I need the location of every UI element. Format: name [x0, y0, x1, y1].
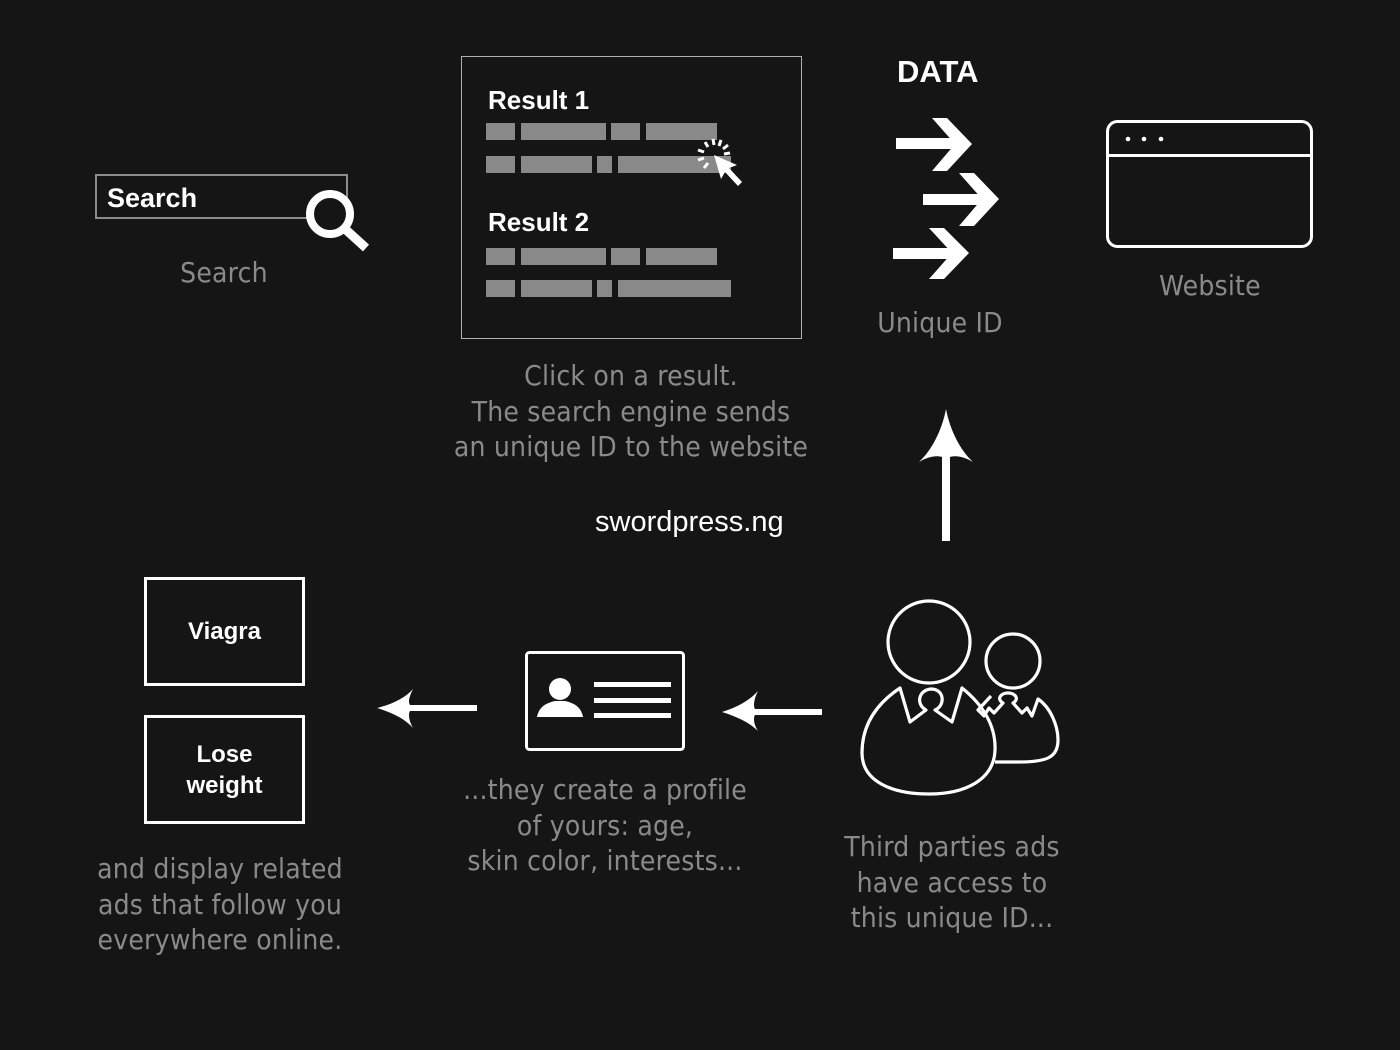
- snippet-bar: [646, 248, 717, 265]
- search-results-card: [461, 56, 802, 339]
- arrow-left-1-icon: [722, 691, 822, 731]
- snippet-bar: [521, 280, 592, 297]
- snippet-bar: [597, 280, 612, 297]
- results-caption: Click on a result. The search engine sen…: [453, 359, 809, 463]
- snippet-bar: [618, 280, 731, 297]
- third-parties-caption: Third parties ads have access to this un…: [844, 830, 1060, 934]
- ad-lose-weight[interactable]: Lose weight: [144, 715, 305, 824]
- click-cursor-icon: [697, 138, 742, 186]
- unique-id-caption: Unique ID: [877, 306, 1003, 339]
- search-input[interactable]: [95, 174, 348, 219]
- search-caption: Search: [180, 256, 268, 289]
- snippet-bar: [486, 123, 515, 140]
- source-domain: swordpress.ng: [595, 506, 784, 538]
- data-title: DATA: [897, 54, 979, 89]
- ad-viagra[interactable]: Viagra: [144, 577, 305, 686]
- snippet-bar: [611, 248, 640, 265]
- triple-arrow-right-icon: [893, 118, 999, 279]
- result-2-title[interactable]: Result 2: [488, 207, 590, 237]
- snippet-bar: [597, 156, 612, 173]
- website-caption: Website: [1159, 269, 1261, 302]
- browser-window-icon: [1106, 120, 1313, 248]
- snippet-bar: [521, 156, 592, 173]
- snippet-bar: [618, 156, 731, 173]
- id-card-icon: [525, 651, 685, 751]
- snippet-bar: [486, 280, 515, 297]
- result-1-title[interactable]: Result 1: [488, 85, 590, 115]
- users-icon: [860, 599, 1060, 796]
- snippet-bar: [486, 248, 515, 265]
- search-icon: [306, 190, 370, 252]
- snippet-bar: [521, 248, 606, 265]
- profile-caption: ...they create a profile of yours: age, …: [463, 773, 747, 877]
- snippet-bar: [486, 156, 515, 173]
- ads-caption: and display related ads that follow you …: [97, 852, 343, 956]
- snippet-bar: [646, 123, 717, 140]
- snippet-bar: [611, 123, 640, 140]
- arrow-left-2-icon: [377, 689, 477, 728]
- arrow-up-icon: [919, 409, 973, 541]
- snippet-bar: [521, 123, 606, 140]
- search-input-value: Search: [107, 183, 198, 213]
